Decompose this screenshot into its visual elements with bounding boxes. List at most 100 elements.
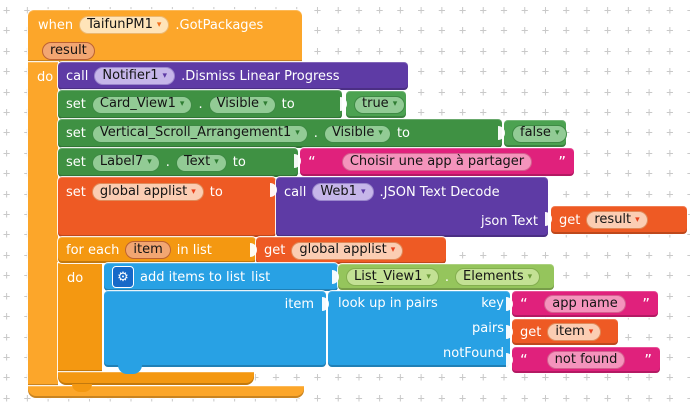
to-keyword: to [396, 126, 410, 141]
listview-elements-getter-block[interactable]: List_View1 ▾ . Elements ▾ [332, 264, 554, 290]
logic-true-block[interactable]: true ▾ [340, 91, 406, 118]
component-dropdown[interactable]: TaifunPM1 ▾ [79, 16, 170, 34]
for-each-block-spine[interactable]: do [58, 263, 102, 372]
dropdown-arrow-icon: ▾ [191, 186, 196, 197]
variable-dropdown[interactable]: global applist ▾ [91, 183, 204, 201]
set-keyword: set [66, 184, 86, 200]
get-keyword: get [559, 212, 581, 228]
add-items-bottom-notch [118, 365, 142, 374]
dropdown-arrow-icon: ▾ [588, 326, 594, 337]
component-dropdown[interactable]: Label7 ▾ [91, 153, 160, 172]
property-dropdown[interactable]: Elements ▾ [455, 268, 541, 286]
add-items-label: add items to list [140, 269, 246, 285]
set-global-applist-block[interactable]: set global applist ▾ to [58, 177, 276, 237]
do-label: do [67, 271, 84, 286]
dropdown-arrow-icon: ▾ [295, 128, 300, 138]
call-keyword: call [66, 68, 89, 84]
dropdown-arrow-icon: ▾ [360, 186, 366, 197]
string-value-field[interactable]: Choisir une app à partager [341, 153, 533, 171]
open-quote: “ [520, 351, 528, 369]
pairs-arg-label: pairs [472, 321, 504, 336]
to-keyword: to [209, 184, 223, 200]
in-list-keyword: in list [176, 242, 212, 258]
dropdown-arrow-icon: ▾ [392, 99, 398, 109]
get-keyword: get [520, 324, 542, 340]
close-quote: ” [558, 153, 566, 171]
logic-value-dropdown[interactable]: false ▾ [512, 124, 568, 143]
string-value-field[interactable]: not found [546, 351, 626, 369]
text-string-block[interactable]: “ Choisir une app à partager ” [294, 148, 574, 176]
component-dropdown[interactable]: Card_View1 ▾ [91, 95, 193, 114]
get-item-block[interactable]: get item ▾ [506, 319, 618, 345]
set-cardview-visible-block[interactable]: set Card_View1 ▾ . Visible ▾ to [58, 90, 342, 119]
variable-dropdown[interactable]: item ▾ [547, 323, 602, 341]
close-quote: ” [644, 351, 652, 369]
component-dropdown[interactable]: Notifier1 ▾ [94, 67, 176, 85]
set-scroll-visible-block[interactable]: set Vertical_Scroll_Arrangement1 ▾ . Vis… [58, 119, 502, 148]
component-dropdown[interactable]: Vertical_Scroll_Arrangement1 ▾ [91, 124, 308, 143]
open-quote: “ [308, 153, 316, 171]
dropdown-arrow-icon: ▾ [554, 128, 560, 138]
add-items-to-list-body[interactable]: item [104, 291, 326, 367]
dropdown-arrow-icon: ▾ [156, 19, 162, 30]
component-dropdown[interactable]: List_View1 ▾ [346, 268, 439, 286]
dot-separator: . [313, 126, 318, 141]
call-keyword: call [284, 184, 307, 200]
add-items-to-list-block[interactable]: ⚙ add items to list list [104, 263, 338, 291]
method-name: .JSON Text Decode [379, 184, 500, 200]
when-keyword: when [38, 17, 74, 33]
when-event-block[interactable]: when TaifunPM1 ▾ .GotPackages result [28, 10, 302, 62]
notfound-arg-label: notFound [443, 346, 504, 361]
dropdown-arrow-icon: ▾ [426, 271, 431, 282]
text-string-block[interactable]: “ app name ” [506, 291, 658, 317]
dropdown-arrow-icon: ▾ [214, 157, 219, 167]
variable-dropdown[interactable]: global applist ▾ [291, 241, 404, 260]
dot-separator: . [165, 155, 170, 170]
dropdown-arrow-icon: ▾ [162, 70, 168, 81]
for-each-block-bottom[interactable] [58, 372, 254, 385]
text-string-block[interactable]: “ not found ” [506, 347, 660, 373]
for-each-keyword: for each [66, 242, 120, 258]
dropdown-arrow-icon: ▾ [378, 128, 383, 138]
logic-false-block[interactable]: false ▾ [498, 120, 568, 147]
when-block-bottom[interactable] [28, 386, 304, 398]
method-name: .Dismiss Linear Progress [181, 68, 340, 84]
to-keyword: to [281, 97, 295, 112]
when-block-spine[interactable]: do [28, 62, 58, 386]
param-chip-result[interactable]: result [42, 42, 95, 60]
lookup-in-pairs-block[interactable]: look up in pairs key pairs notFound [322, 291, 510, 367]
for-each-bottom-notch [72, 384, 92, 392]
get-result-block[interactable]: get result ▾ [545, 206, 687, 234]
dropdown-arrow-icon: ▾ [527, 271, 533, 282]
dropdown-arrow-icon: ▾ [179, 99, 185, 109]
dropdown-arrow-icon: ▾ [635, 214, 640, 225]
string-value-field[interactable]: app name [544, 295, 626, 313]
property-dropdown[interactable]: Visible ▾ [208, 95, 276, 114]
get-global-applist-block[interactable]: get global applist ▾ [250, 237, 446, 264]
component-dropdown[interactable]: Web1 ▾ [312, 183, 374, 201]
list-arg-label: list [251, 269, 271, 285]
property-dropdown[interactable]: Text ▾ [175, 153, 227, 172]
set-keyword: set [66, 155, 86, 170]
dot-separator: . [198, 97, 203, 112]
event-name: .GotPackages [175, 17, 264, 33]
dropdown-arrow-icon: ▾ [147, 157, 152, 167]
dot-separator: . [444, 269, 450, 285]
for-each-block-header[interactable]: for each item in list [58, 237, 256, 263]
lookup-label: look up in pairs [338, 296, 438, 311]
property-dropdown[interactable]: Visible ▾ [323, 124, 391, 143]
set-label-text-block[interactable]: set Label7 ▾ . Text ▾ to [58, 148, 298, 177]
variable-dropdown[interactable]: result ▾ [586, 211, 648, 229]
mutator-gear-icon[interactable]: ⚙ [112, 266, 134, 288]
do-label: do [37, 70, 54, 85]
set-keyword: set [66, 126, 86, 141]
call-web-json-decode-block[interactable]: call Web1 ▾ .JSON Text Decode json Text [270, 177, 548, 237]
param-chip-item[interactable]: item [125, 241, 171, 259]
key-arg-label: key [481, 296, 504, 311]
item-arg-label: item [284, 296, 314, 312]
call-notifier-block[interactable]: call Notifier1 ▾ .Dismiss Linear Progres… [58, 62, 408, 90]
logic-value-dropdown[interactable]: true ▾ [354, 95, 406, 114]
to-keyword: to [232, 155, 246, 170]
open-quote: “ [520, 295, 528, 313]
